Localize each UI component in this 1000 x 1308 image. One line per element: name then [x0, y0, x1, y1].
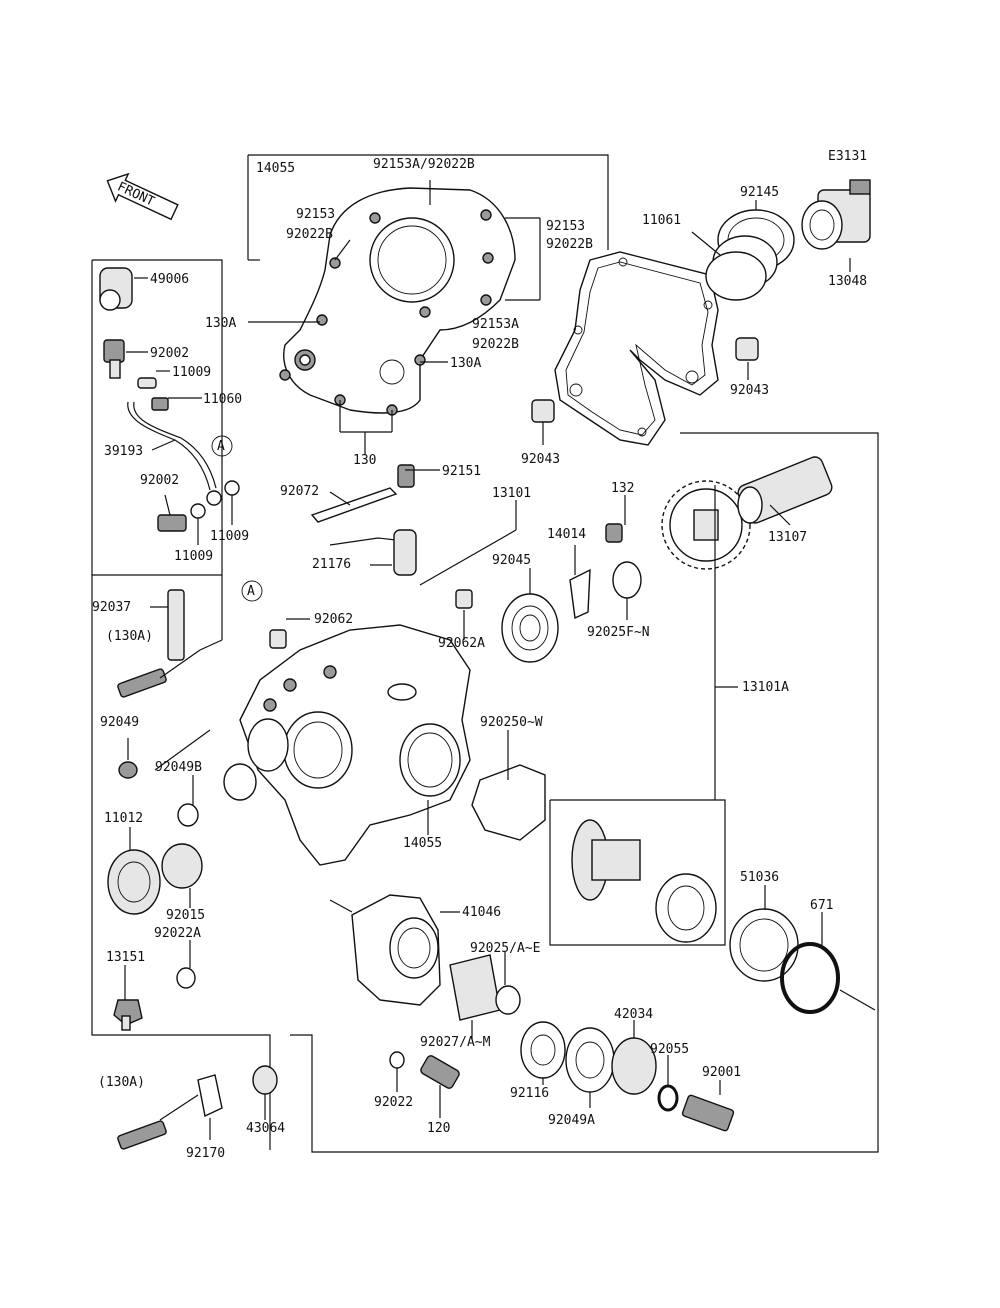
callout-92062: 92062: [314, 612, 353, 627]
callout-130a-paren1: (130A): [106, 629, 153, 644]
gasket-11061: [554, 251, 719, 446]
callout-92045: 92045: [492, 553, 531, 568]
callout-14014: 14014: [547, 527, 586, 542]
pinion-gear-13101A: [571, 819, 717, 943]
callout-13048: 13048: [828, 274, 867, 289]
lower-parts: [117, 589, 735, 1150]
lower-housing-41046: [351, 894, 441, 1006]
callout-39193: 39193: [104, 444, 143, 459]
callout-labels: E3131 14055 92153A/92022B 92153 92022B 9…: [92, 149, 867, 1161]
callout-11009-lower: 11009: [174, 549, 213, 564]
callout-11061: 11061: [642, 213, 681, 228]
callout-130a-right: 130A: [450, 356, 481, 371]
callout-671: 671: [810, 898, 833, 913]
spring-92145: [705, 209, 795, 301]
callout-92055: 92055: [650, 1042, 689, 1057]
callout-51036: 51036: [740, 870, 779, 885]
callout-92043-upper: 92043: [730, 383, 769, 398]
callout-43064: 43064: [246, 1121, 285, 1136]
callout-92022b-right2: 92022B: [472, 337, 519, 352]
o-ring-671: [780, 942, 840, 1014]
bearing-92045: [501, 593, 559, 663]
callout-13101a: 13101A: [742, 680, 789, 695]
callout-92049a: 92049A: [548, 1113, 595, 1128]
front-label: FRONT: [115, 180, 157, 210]
callout-13101: 13101: [492, 486, 531, 501]
leader-lines: [124, 180, 876, 1140]
diagram-code: E3131: [828, 149, 867, 164]
callout-41046: 41046: [462, 905, 501, 920]
callout-92037: 92037: [92, 600, 131, 615]
hose-fitting-group: A: [99, 267, 240, 532]
gear-13101: [661, 480, 751, 570]
callout-13107: 13107: [768, 530, 807, 545]
callout-132: 132: [611, 481, 634, 496]
seal-51036: [729, 908, 799, 982]
callout-92022: 92022: [374, 1095, 413, 1110]
callout-21176: 21176: [312, 557, 351, 572]
dowel-92043: [531, 337, 759, 423]
callout-92151: 92151: [442, 464, 481, 479]
callout-92015: 92015: [166, 908, 205, 923]
callout-92049b: 92049B: [155, 760, 202, 775]
callout-92145: 92145: [740, 185, 779, 200]
callout-92153-left: 92153: [296, 207, 335, 222]
callout-92022a: 92022A: [154, 926, 201, 941]
callout-92170: 92170: [186, 1146, 225, 1161]
callout-92022b-left: 92022B: [286, 227, 333, 242]
callout-92043-lower: 92043: [521, 452, 560, 467]
front-arrow-icon: FRONT: [106, 172, 179, 221]
callout-11060: 11060: [203, 392, 242, 407]
callout-92153a-92022b-top: 92153A/92022B: [373, 157, 475, 172]
case-cover: [279, 187, 516, 416]
callout-92116: 92116: [510, 1086, 549, 1101]
callout-14055: 14055: [403, 836, 442, 851]
shaft-13107: [737, 456, 833, 524]
callout-92001: 92001: [702, 1065, 741, 1080]
left-seals: [107, 761, 257, 1031]
part-13048: [801, 179, 871, 250]
callout-14055-cover: 14055: [256, 161, 295, 176]
callout-92072: 92072: [280, 484, 319, 499]
sensor-group: [310, 464, 642, 620]
callout-92153a-right: 92153A: [472, 317, 519, 332]
callout-a-lower: A: [247, 584, 255, 599]
callout-130: 130: [353, 453, 376, 468]
callout-11009-upper: 11009: [172, 365, 211, 380]
callout-92002-upper: 92002: [150, 346, 189, 361]
callout-13151: 13151: [106, 950, 145, 965]
callout-92022b-right: 92022B: [546, 237, 593, 252]
callout-92049: 92049: [100, 715, 139, 730]
callout-a-upper: A: [217, 439, 225, 454]
main-housing: [239, 624, 471, 866]
callout-120: 120: [427, 1121, 450, 1136]
callout-92025-a-e: 92025/A~E: [470, 941, 540, 956]
callout-11012: 11012: [104, 811, 143, 826]
callout-92027-a-m: 92027/A~M: [420, 1035, 491, 1050]
callout-130a-left: 130A: [205, 316, 236, 331]
callout-920250-w: 920250~W: [480, 715, 543, 730]
gasket-920250: [471, 764, 546, 841]
callout-92002-lower: 92002: [140, 473, 179, 488]
callout-92153-right: 92153: [546, 219, 585, 234]
callout-130a-paren2: (130A): [98, 1075, 145, 1090]
callout-49006: 49006: [150, 272, 189, 287]
callout-92062a: 92062A: [438, 636, 485, 651]
callout-92025f-n: 92025F~N: [587, 625, 650, 640]
callout-42034: 42034: [614, 1007, 653, 1022]
callout-11009-right: 11009: [210, 529, 249, 544]
